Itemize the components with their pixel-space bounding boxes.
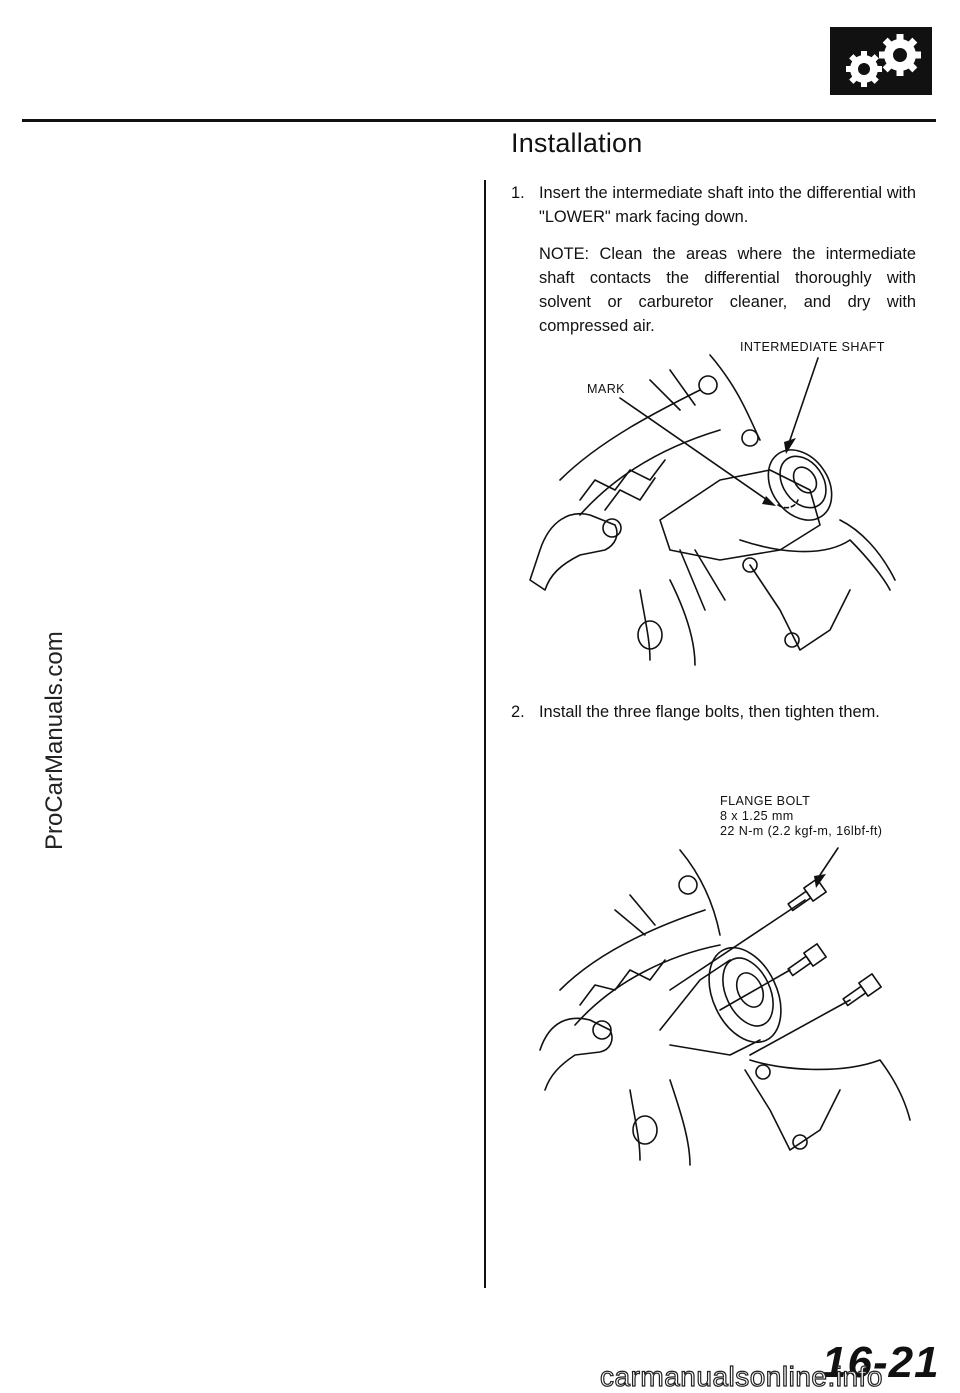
step-1: 1. Insert the intermediate shaft into th…: [511, 181, 916, 229]
step-number: 1.: [511, 184, 525, 202]
callout-line: 8 x 1.25 mm: [720, 809, 794, 823]
watermark: ProCarManuals.com: [41, 631, 68, 850]
callout-line: FLANGE BOLT: [720, 794, 811, 808]
callout-line: 22 N-m (2.2 kgf-m, 16lbf-ft): [720, 824, 883, 838]
callout-flange-bolt: FLANGE BOLT 8 x 1.25 mm 22 N-m (2.2 kgf-…: [720, 794, 882, 839]
gears-icon: [830, 27, 932, 95]
footer-site-watermark: carmanualsonline.info: [599, 1360, 883, 1392]
step-text: Insert the intermediate shaft into the d…: [539, 184, 916, 226]
step-2: 2. Install the three flange bolts, then …: [511, 700, 916, 724]
header-rule: [22, 119, 936, 122]
figure-intermediate-shaft-insertion: [520, 350, 910, 680]
step-text: Install the three flange bolts, then tig…: [539, 703, 880, 721]
figure-flange-bolts: [520, 840, 920, 1180]
callout-mark: MARK: [587, 382, 625, 396]
callout-intermediate-shaft: INTERMEDIATE SHAFT: [740, 340, 885, 354]
step-number: 2.: [511, 703, 525, 721]
section-title: Installation: [511, 128, 643, 158]
page-number: 16-21: [822, 1338, 940, 1387]
note-text: NOTE: Clean the areas where the intermed…: [539, 245, 916, 335]
column-divider: [484, 180, 486, 1288]
